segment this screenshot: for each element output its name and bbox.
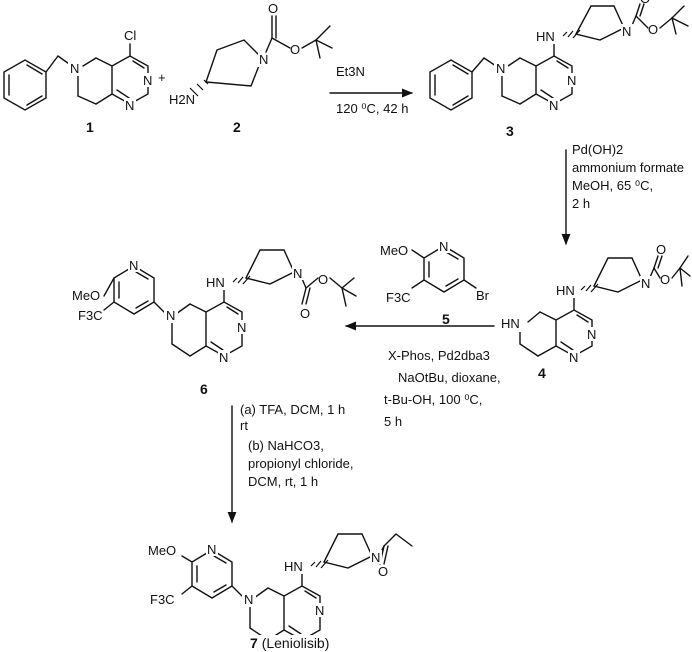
compound-name: (Leniolisib): [261, 635, 330, 651]
compound-4: HN HN N N N O O 4: [500, 242, 691, 381]
compound-number: 3: [506, 123, 514, 139]
atom-hn: HN: [536, 29, 555, 44]
atom-n: N: [622, 24, 631, 39]
step3-line: X-Phos, Pd2dba3: [388, 348, 490, 363]
atom-cf3: F3C: [386, 290, 411, 305]
atom-n: N: [244, 592, 253, 607]
benzene-ring: [429, 59, 473, 111]
compound-number: 1: [86, 119, 94, 135]
step4-line: propionyl chloride,: [248, 456, 354, 471]
compound-1: N Cl N N 1: [3, 28, 154, 135]
step4-line: DCM, rt, 1 h: [248, 474, 318, 489]
step2-line: MeOH, 65 ⁰C,: [572, 178, 653, 193]
atom-o: O: [300, 306, 310, 321]
step4-line: (a) TFA, DCM, 1 h: [240, 402, 345, 417]
atom-o: O: [378, 564, 388, 579]
compound-number: 2: [233, 119, 241, 135]
atom-hn: HN: [556, 283, 575, 298]
compound-number: 7: [250, 635, 258, 651]
atom-meo: MeO: [72, 288, 100, 303]
step1-conditions: 120 ⁰C, 42 h: [336, 101, 408, 116]
atom-n: N: [496, 61, 505, 76]
compound-2: H2N N O O 2: [169, 1, 333, 135]
compound-number: 4: [538, 365, 546, 381]
atom-h2n: H2N: [169, 92, 195, 107]
atom-o: O: [268, 1, 278, 16]
atom-n: N: [315, 603, 324, 618]
compound-number: 5: [442, 311, 450, 327]
atom-n: N: [143, 73, 152, 88]
atom-hn: HN: [206, 275, 225, 290]
atom-n: N: [219, 350, 228, 365]
atom-n: N: [125, 98, 134, 113]
step4-line: (b) NaHCO3,: [248, 438, 324, 453]
compound-6: N MeO F3C N HN N N N O O 6: [72, 249, 357, 397]
atom-n: N: [70, 61, 79, 76]
atom-meo: MeO: [380, 243, 408, 258]
atom-hn: HN: [284, 559, 303, 574]
step2-line: 2 h: [572, 196, 590, 211]
atom-n: N: [166, 308, 175, 323]
atom-o: O: [648, 22, 658, 37]
atom-n: N: [293, 266, 302, 281]
plus-sign: +: [158, 70, 166, 85]
atom-n: N: [569, 350, 578, 365]
atom-n: N: [549, 98, 558, 113]
atom-n: N: [439, 239, 448, 254]
atom-br: Br: [476, 288, 490, 303]
atom-o: O: [290, 42, 300, 57]
atom-meo: MeO: [148, 543, 176, 558]
atom-nh: HN: [501, 316, 520, 331]
atom-n: N: [237, 320, 246, 335]
atom-n: N: [129, 258, 138, 273]
step3-line: 5 h: [384, 414, 402, 429]
compound-5: N MeO F3C Br 5: [380, 239, 490, 327]
atom-o: O: [660, 272, 670, 287]
atom-n: N: [371, 550, 380, 565]
compound-7: N MeO F3C N HN N N N O: [148, 533, 413, 649]
step3-line: NaOtBu, dioxane,: [398, 370, 501, 385]
atom-cf3: F3C: [78, 308, 103, 323]
compound-number: 6: [200, 381, 208, 397]
compound-7-label: 7 (Leniolisib): [248, 635, 332, 651]
atom-n: N: [207, 542, 216, 557]
step2-line: ammonium formate: [572, 160, 684, 175]
atom-n: N: [587, 327, 596, 342]
compound-3: HN N N N N O O 3: [429, 0, 689, 139]
atom-n: N: [259, 52, 268, 67]
atom-n: N: [641, 276, 650, 291]
atom-o: O: [318, 272, 328, 287]
atom-n: N: [567, 73, 576, 88]
step1-reagent: Et3N: [336, 64, 365, 79]
atom-o: O: [656, 242, 666, 257]
step2-line: Pd(OH)2: [572, 142, 623, 157]
atom-o: O: [640, 0, 650, 6]
step3-line: t-Bu-OH, 100 ⁰C,: [384, 392, 482, 407]
atom-cf3: F3C: [150, 592, 175, 607]
step4-line: rt: [240, 418, 248, 433]
benzene-ring: [3, 59, 47, 111]
atom-cl: Cl: [124, 28, 136, 43]
